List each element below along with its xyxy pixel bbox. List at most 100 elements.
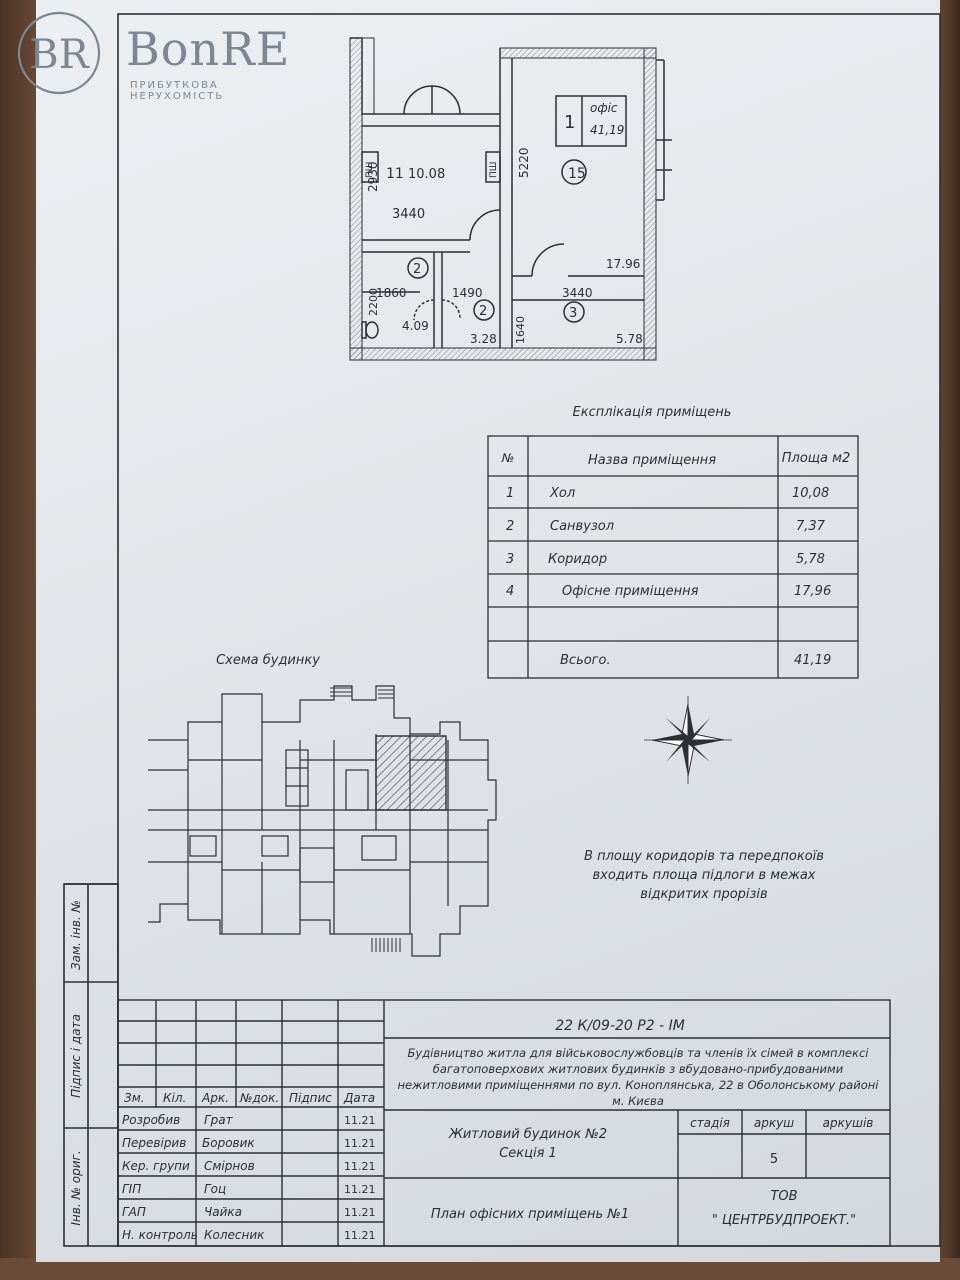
room-label-office: 15 [568, 166, 586, 182]
organization-name: " ЦЕНТРБУДПРОЕКТ." [712, 1213, 856, 1228]
explication-row-name: Офісне приміщення [562, 584, 699, 599]
room-label-hall: 11 [386, 166, 404, 182]
dimension-bath-height: 2200 [367, 288, 380, 316]
approval-name: Гоц [204, 1182, 226, 1196]
explication-title: Експлікація приміщень [573, 405, 732, 420]
approval-role: Кер. групи [122, 1159, 190, 1173]
explication-row-area: 5,78 [796, 552, 825, 567]
approval-name: Грат [204, 1113, 234, 1127]
dimension-corridor-height: 1640 [514, 316, 527, 344]
unit-area: 41,19 [590, 123, 624, 137]
building-name: Житловий будинок №2 [448, 1127, 607, 1142]
explication-total-area: 41,19 [794, 653, 831, 668]
explication-total-label: Всього. [560, 653, 611, 668]
room-area-corridor: 5.78 [616, 332, 643, 346]
brand-tagline: ПРИБУТКОВА НЕРУХОМІСТЬ [130, 80, 225, 102]
explication-row-area: 17,96 [794, 584, 831, 599]
unit-number: 1 [564, 112, 575, 133]
approval-date: 11.21 [344, 1229, 376, 1242]
col-header-count: Кіл. [163, 1091, 186, 1105]
wall-mark-left: ПШ [365, 162, 375, 178]
scheme-stairs [330, 687, 401, 952]
title-block [117, 999, 891, 1247]
building-scheme [148, 685, 497, 957]
dimension-hall-width: 3440 [392, 207, 425, 222]
project-line-4: м. Києва [612, 1094, 664, 1108]
section-name: Секція 1 [499, 1146, 557, 1161]
approval-date: 11.21 [344, 1183, 376, 1196]
approval-role: Перевірив [122, 1136, 186, 1150]
side-label-replacement: Зам. інв. № [69, 900, 83, 970]
table-surface-left [0, 0, 40, 1280]
approval-rows: Розробив Грат 11.21 Перевірив Боровик 11… [122, 1113, 376, 1242]
wall-mark-right: ПШ [489, 162, 499, 178]
room-area-hall: 10.08 [408, 167, 445, 182]
brand-mark-letters: BR [29, 32, 90, 78]
dimension-bath-a-width: 1860 [376, 286, 407, 300]
approval-name: Колесник [204, 1228, 265, 1242]
area-note-line-3: відкритих прорізів [640, 887, 767, 902]
stage-label: стадія [690, 1116, 730, 1130]
col-header-date: Дата [343, 1091, 375, 1105]
explication-row-area: 7,37 [796, 519, 826, 534]
explication-header-name: Назва приміщення [588, 453, 716, 468]
area-note-line-2: входить площа підлоги в межах [593, 868, 816, 883]
approval-date: 11.21 [344, 1137, 376, 1150]
explication-row-name: Хол [549, 486, 575, 501]
approval-date: 11.21 [344, 1160, 376, 1173]
dimension-bath-b-width: 1490 [452, 286, 483, 300]
dimension-hall-height: 2930 [366, 161, 380, 192]
approval-name: Смірнов [204, 1159, 255, 1173]
brand-name: BonRE [126, 22, 291, 76]
room-label-bath-b: 2 [479, 304, 487, 319]
brand-logo: BR BonRE ПРИБУТКОВА НЕРУХОМІСТЬ [14, 8, 314, 102]
table-surface-bottom [0, 1258, 960, 1280]
sheets-label: аркушів [823, 1116, 874, 1130]
brand-mark-icon: BR [17, 11, 101, 95]
approval-name: Боровик [202, 1136, 255, 1150]
col-header-signature: Підпис [289, 1091, 332, 1105]
explication-header-area: Площа м2 [782, 451, 850, 466]
sheet-title: План офісних приміщень №1 [431, 1207, 629, 1222]
approval-role: ГІП [122, 1182, 141, 1196]
room-label-bath-a: 2 [413, 262, 421, 277]
explication-row-no: 3 [506, 552, 514, 567]
approval-role: ГАП [122, 1205, 146, 1219]
approval-date: 11.21 [344, 1114, 376, 1127]
explication-rows: 1 Хол 10,08 2 Санвузол 7,37 3 Коридор 5,… [506, 486, 831, 599]
sheet-label: аркуш [754, 1116, 794, 1130]
organization-type: ТОВ [770, 1189, 797, 1204]
scheme-title: Схема будинку [216, 653, 320, 668]
approval-role: Н. контроль [122, 1228, 198, 1242]
explication-table [487, 435, 859, 679]
project-line-1: Будівництво житла для військовослужбовці… [408, 1046, 870, 1060]
explication-row-name: Санвузол [550, 519, 614, 534]
project-line-3: нежитловими приміщеннями по вул. Конопля… [398, 1078, 880, 1092]
scheme-highlighted-unit [375, 735, 447, 811]
approval-role: Розробив [122, 1113, 180, 1127]
project-line-2: багатоповерхових житлових будинків з вбу… [433, 1062, 844, 1076]
dimension-corridor-width: 3440 [562, 286, 593, 300]
approval-date: 11.21 [344, 1206, 376, 1219]
col-header-doc: №док. [239, 1091, 279, 1105]
room-area-office: 17.96 [606, 257, 640, 271]
explication-row-no: 1 [506, 486, 514, 501]
side-label-signature-date: Підпис і дата [69, 1014, 83, 1098]
col-header-change: Зм. [124, 1091, 145, 1105]
dimension-office-height: 5220 [517, 147, 531, 178]
floor-plan: 1 офіс 41,19 11 10.08 15 17.96 2 4.09 2 … [349, 37, 672, 361]
explication-header-no: № [501, 451, 514, 465]
document-code: 22 К/09-20 Р2 - ІМ [555, 1018, 685, 1034]
room-area-bath-a: 4.09 [402, 319, 429, 333]
unit-type: офіс [590, 101, 618, 115]
explication-row-no: 4 [506, 584, 514, 599]
col-header-sheet: Арк. [201, 1091, 229, 1105]
room-label-corridor: 3 [569, 306, 577, 321]
sheet-number: 5 [770, 1152, 778, 1167]
compass-rose-icon [644, 696, 732, 784]
explication-row-name: Коридор [548, 552, 607, 567]
room-area-bath-b: 3.28 [470, 332, 497, 346]
area-note-line-1: В площу коридорів та передпокоїв [584, 849, 824, 864]
